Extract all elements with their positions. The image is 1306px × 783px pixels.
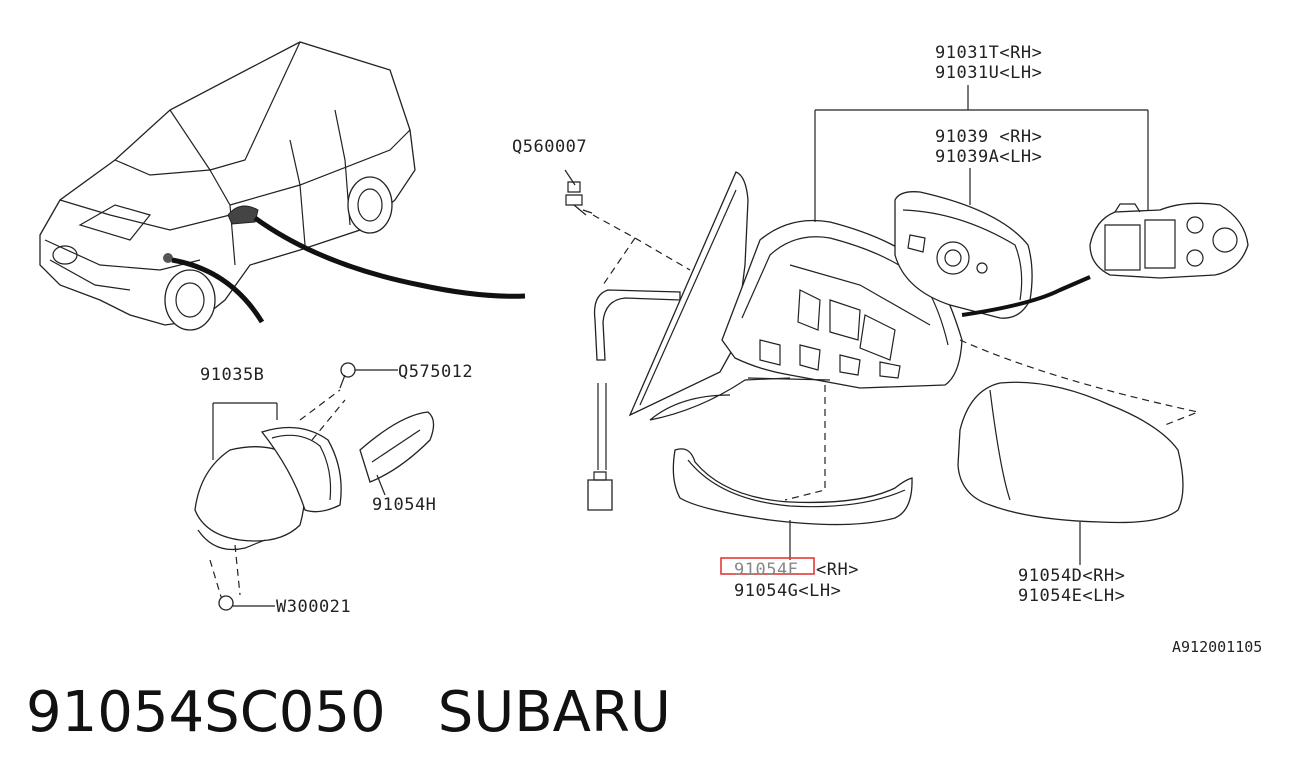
label-91039A: 91039A<LH> <box>935 147 1042 167</box>
label-91035B: 91035B <box>200 365 264 385</box>
mirror-back-plate <box>894 191 1091 319</box>
label-91054E: 91054E<LH> <box>1018 586 1125 606</box>
label-91054F-side: <RH> <box>816 560 859 580</box>
cable-harness <box>587 289 681 511</box>
label-91031U: 91031U<LH> <box>935 63 1042 83</box>
brand-name: SUBARU <box>437 680 671 745</box>
part-91035B-assembly <box>194 362 435 611</box>
car-illustration <box>39 41 526 331</box>
part-caption: 91054SC050 SUBARU <box>26 680 723 745</box>
label-91054F: 91054F <box>734 560 798 580</box>
part-number: 91054SC050 <box>26 680 386 745</box>
mirror-motor-unit <box>1089 202 1249 279</box>
lower-cover-91054F <box>672 385 913 560</box>
label-Q575012: Q575012 <box>398 362 473 382</box>
label-91054D: 91054D<RH> <box>1018 566 1125 586</box>
label-91054G: 91054G<LH> <box>734 581 841 601</box>
part-labels: 91031T<RH> 91031U<LH> 91039 <RH> 91039A<… <box>200 43 1262 656</box>
diagram-reference: A912001105 <box>1172 638 1262 656</box>
label-91031T: 91031T<RH> <box>935 43 1042 63</box>
highlight-box <box>720 557 815 575</box>
label-Q560007: Q560007 <box>512 137 587 157</box>
label-W300021: W300021 <box>276 597 351 617</box>
bolt-Q560007 <box>564 169 691 286</box>
label-91039: 91039 <RH> <box>935 127 1042 147</box>
label-91054H: 91054H <box>372 495 436 515</box>
callout-91031 <box>814 85 1149 222</box>
mirror-cap-91054D <box>957 339 1201 565</box>
